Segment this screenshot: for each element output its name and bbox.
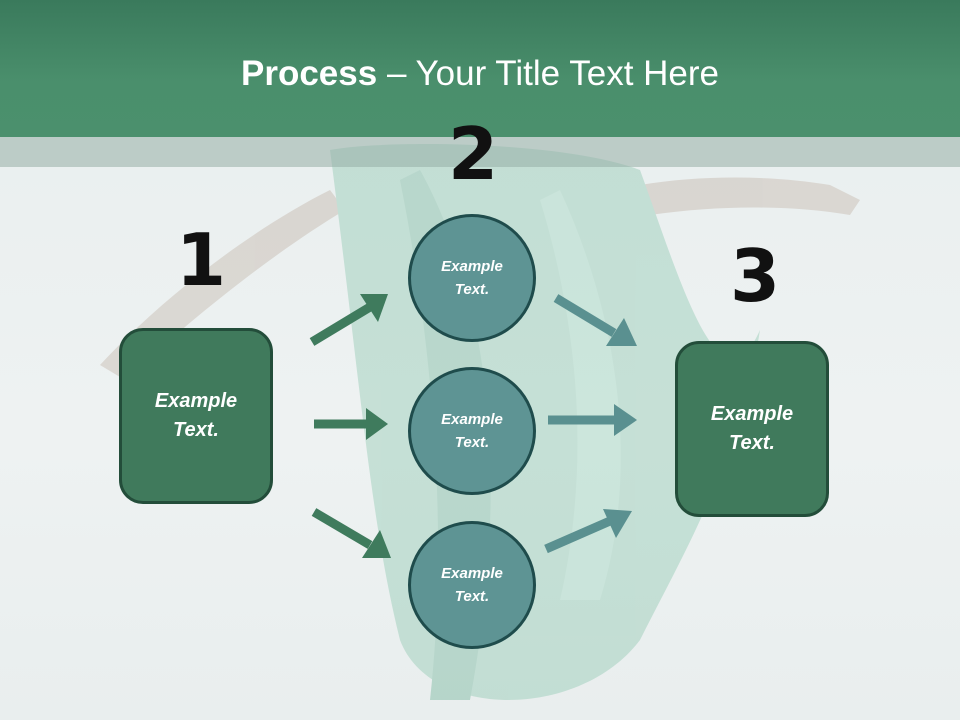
title-bold: Process — [241, 54, 378, 93]
step-number-2: 2 — [448, 112, 499, 196]
process-circle-top-text: Example Text. — [441, 258, 503, 298]
arrow-left-bottom — [311, 508, 391, 558]
title-band — [0, 0, 960, 137]
title-strip — [0, 137, 960, 167]
process-box-left-text: Example Text. — [154, 390, 238, 441]
process-circle-bottom-text: Example Text. — [441, 565, 503, 605]
process-circle-middle[interactable]: Example Text. — [408, 367, 536, 495]
arrow-left-middle — [314, 408, 388, 440]
arrow-right-bottom — [544, 509, 632, 554]
process-box-right-text: Example Text. — [710, 403, 794, 454]
step-number-3: 3 — [730, 234, 781, 318]
process-circle-top[interactable]: Example Text. — [408, 214, 536, 342]
process-box-right[interactable]: Example Text. — [675, 341, 829, 517]
process-box-left[interactable]: Example Text. — [119, 328, 273, 504]
step-number-1: 1 — [176, 218, 227, 302]
arrow-right-middle — [548, 404, 637, 436]
arrow-right-top — [553, 294, 637, 346]
arrow-left-top — [309, 294, 388, 346]
title-rest: – Your Title Text Here — [377, 54, 719, 93]
process-circle-bottom[interactable]: Example Text. — [408, 521, 536, 649]
slide-title: Process – Your Title Text Here — [0, 52, 960, 96]
process-circle-middle-text: Example Text. — [441, 411, 503, 451]
